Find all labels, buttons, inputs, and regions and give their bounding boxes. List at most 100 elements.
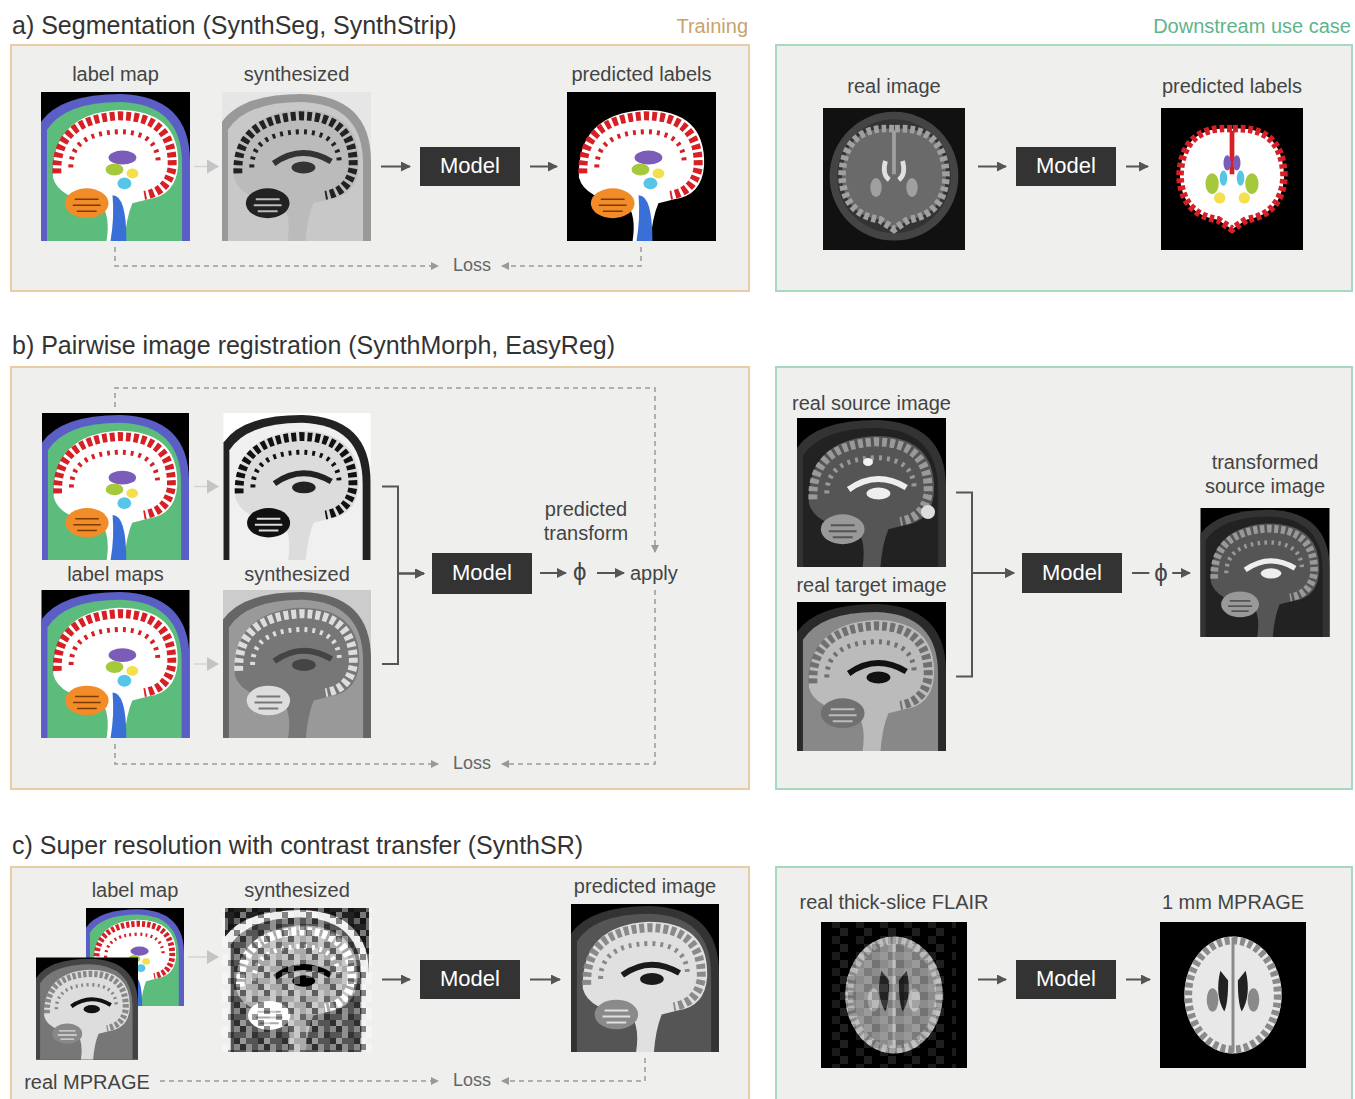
image-caption: real MPRAGE: [24, 1070, 150, 1094]
label-map-image: [42, 590, 190, 738]
apply-line: [115, 388, 655, 552]
model-box: Model: [1016, 147, 1116, 186]
column-heading: Downstream use case: [1153, 14, 1351, 38]
transform-label: predicted transform: [531, 497, 641, 545]
mprage-image: [36, 958, 138, 1060]
image-tile: label maps: [41, 590, 190, 738]
synthesis-arrow: [188, 956, 218, 958]
model-label: Model: [440, 153, 500, 179]
label-map-image: [42, 413, 189, 560]
image-tile: predicted image: [570, 904, 720, 1052]
flow-arrow: [530, 979, 560, 981]
loss-line: [115, 744, 438, 764]
image-tile: real thick-slice FLAIR: [820, 922, 968, 1068]
synthesized-image: [222, 92, 371, 241]
panel-ground: [775, 366, 1353, 790]
model-label: Model: [440, 966, 500, 992]
use-case-panel: real source image real target image Model t…: [775, 366, 1353, 790]
flow-arrow: [978, 979, 1006, 981]
loss-line: [502, 590, 655, 764]
use-case-panel: Downstream use casereal imageModelpredic…: [775, 44, 1353, 292]
apply-label: apply: [630, 561, 678, 585]
panel-heading: c) Super resolution with contrast transf…: [12, 830, 583, 860]
panel-ground: [10, 866, 750, 1099]
pixelation: [222, 908, 372, 1052]
synthesis-arrow: [194, 663, 218, 665]
image-caption: label map: [72, 62, 159, 86]
flow-arrow: [382, 487, 424, 574]
model-box: Model: [420, 960, 520, 999]
synthesized-image: [223, 590, 371, 738]
model-box: Model: [432, 553, 532, 594]
transformed-image: [1201, 508, 1330, 637]
panel-ground: [10, 44, 750, 292]
flair-image: [821, 922, 967, 1068]
image-tile: real target image: [797, 602, 946, 751]
loss-label: Loss: [450, 753, 494, 775]
image-caption: label maps: [67, 562, 164, 586]
image-tile: predicted labels: [567, 92, 716, 241]
flow-arrow: [956, 573, 1014, 677]
flow-arrow: [978, 166, 1006, 168]
target-image: [797, 602, 946, 751]
image-caption: synthesized: [244, 562, 350, 586]
loss-label: Loss: [450, 255, 494, 277]
model-label: Model: [1036, 153, 1096, 179]
image-tile: real image: [820, 108, 968, 250]
transform-symbol: ϕ: [1149, 559, 1172, 588]
predicted-labels-image: [567, 92, 716, 241]
image-tile: [41, 413, 190, 560]
image-tile: label map: [41, 92, 190, 241]
model-label: Model: [1036, 966, 1096, 992]
source-image: [797, 418, 946, 567]
panel-ground: [775, 866, 1353, 1099]
label-map-image: [41, 92, 190, 241]
flow-arrow: [382, 979, 410, 981]
image-tile: [222, 413, 372, 560]
image-caption: predicted labels: [571, 62, 711, 86]
predicted-labels-image: [1161, 108, 1303, 250]
flow-arrow: [956, 493, 1014, 574]
synthesis-arrow: [194, 486, 218, 488]
predicted-image: [571, 904, 719, 1052]
image-caption: label map: [92, 878, 179, 902]
image-tile: synthesized: [222, 590, 372, 738]
flow-arrow: [1126, 979, 1150, 981]
image-tile: synthesized: [222, 908, 372, 1052]
model-box: Model: [1022, 553, 1122, 593]
image-caption: transformed source image: [1195, 450, 1335, 498]
training-panel: c) Super resolution with contrast transf…: [10, 866, 750, 1099]
image-caption: synthesized: [244, 62, 350, 86]
image-tile: label map: [86, 908, 184, 1006]
image-tile: synthesized: [222, 92, 371, 241]
image-caption: real target image: [796, 573, 946, 597]
lesion: [921, 505, 935, 519]
loss-line: [502, 1058, 645, 1081]
loss-line: [160, 1080, 438, 1082]
image-tile: real MPRAGE: [36, 955, 138, 1062]
flow-arrow: [530, 166, 557, 168]
loss-label: Loss: [450, 1070, 494, 1092]
synthesized-image: [224, 413, 371, 560]
image-caption: real source image: [792, 391, 951, 415]
image-tile: predicted labels: [1158, 108, 1306, 250]
image-caption: real thick-slice FLAIR: [800, 890, 989, 914]
model-box: Model: [420, 147, 520, 186]
panel-ground: [775, 44, 1353, 292]
image-caption: real image: [847, 74, 940, 98]
flow-arrow: [1126, 166, 1148, 168]
image-tile: real source image: [797, 418, 946, 567]
image-caption: predicted image: [574, 874, 716, 898]
mprage-image: [1160, 922, 1306, 1068]
loss-line: [115, 247, 438, 266]
image-caption: synthesized: [244, 878, 350, 902]
panel-heading: a) Segmentation (SynthSeg, SynthStrip): [12, 10, 457, 40]
image-tile: transformed source image: [1200, 508, 1330, 637]
image-caption: predicted labels: [1162, 74, 1302, 98]
synthesis-arrow: [194, 166, 218, 168]
panel-heading: b) Pairwise image registration (SynthMor…: [12, 330, 615, 360]
pixelation: [832, 922, 956, 1068]
image-caption: 1 mm MPRAGE: [1162, 890, 1304, 914]
